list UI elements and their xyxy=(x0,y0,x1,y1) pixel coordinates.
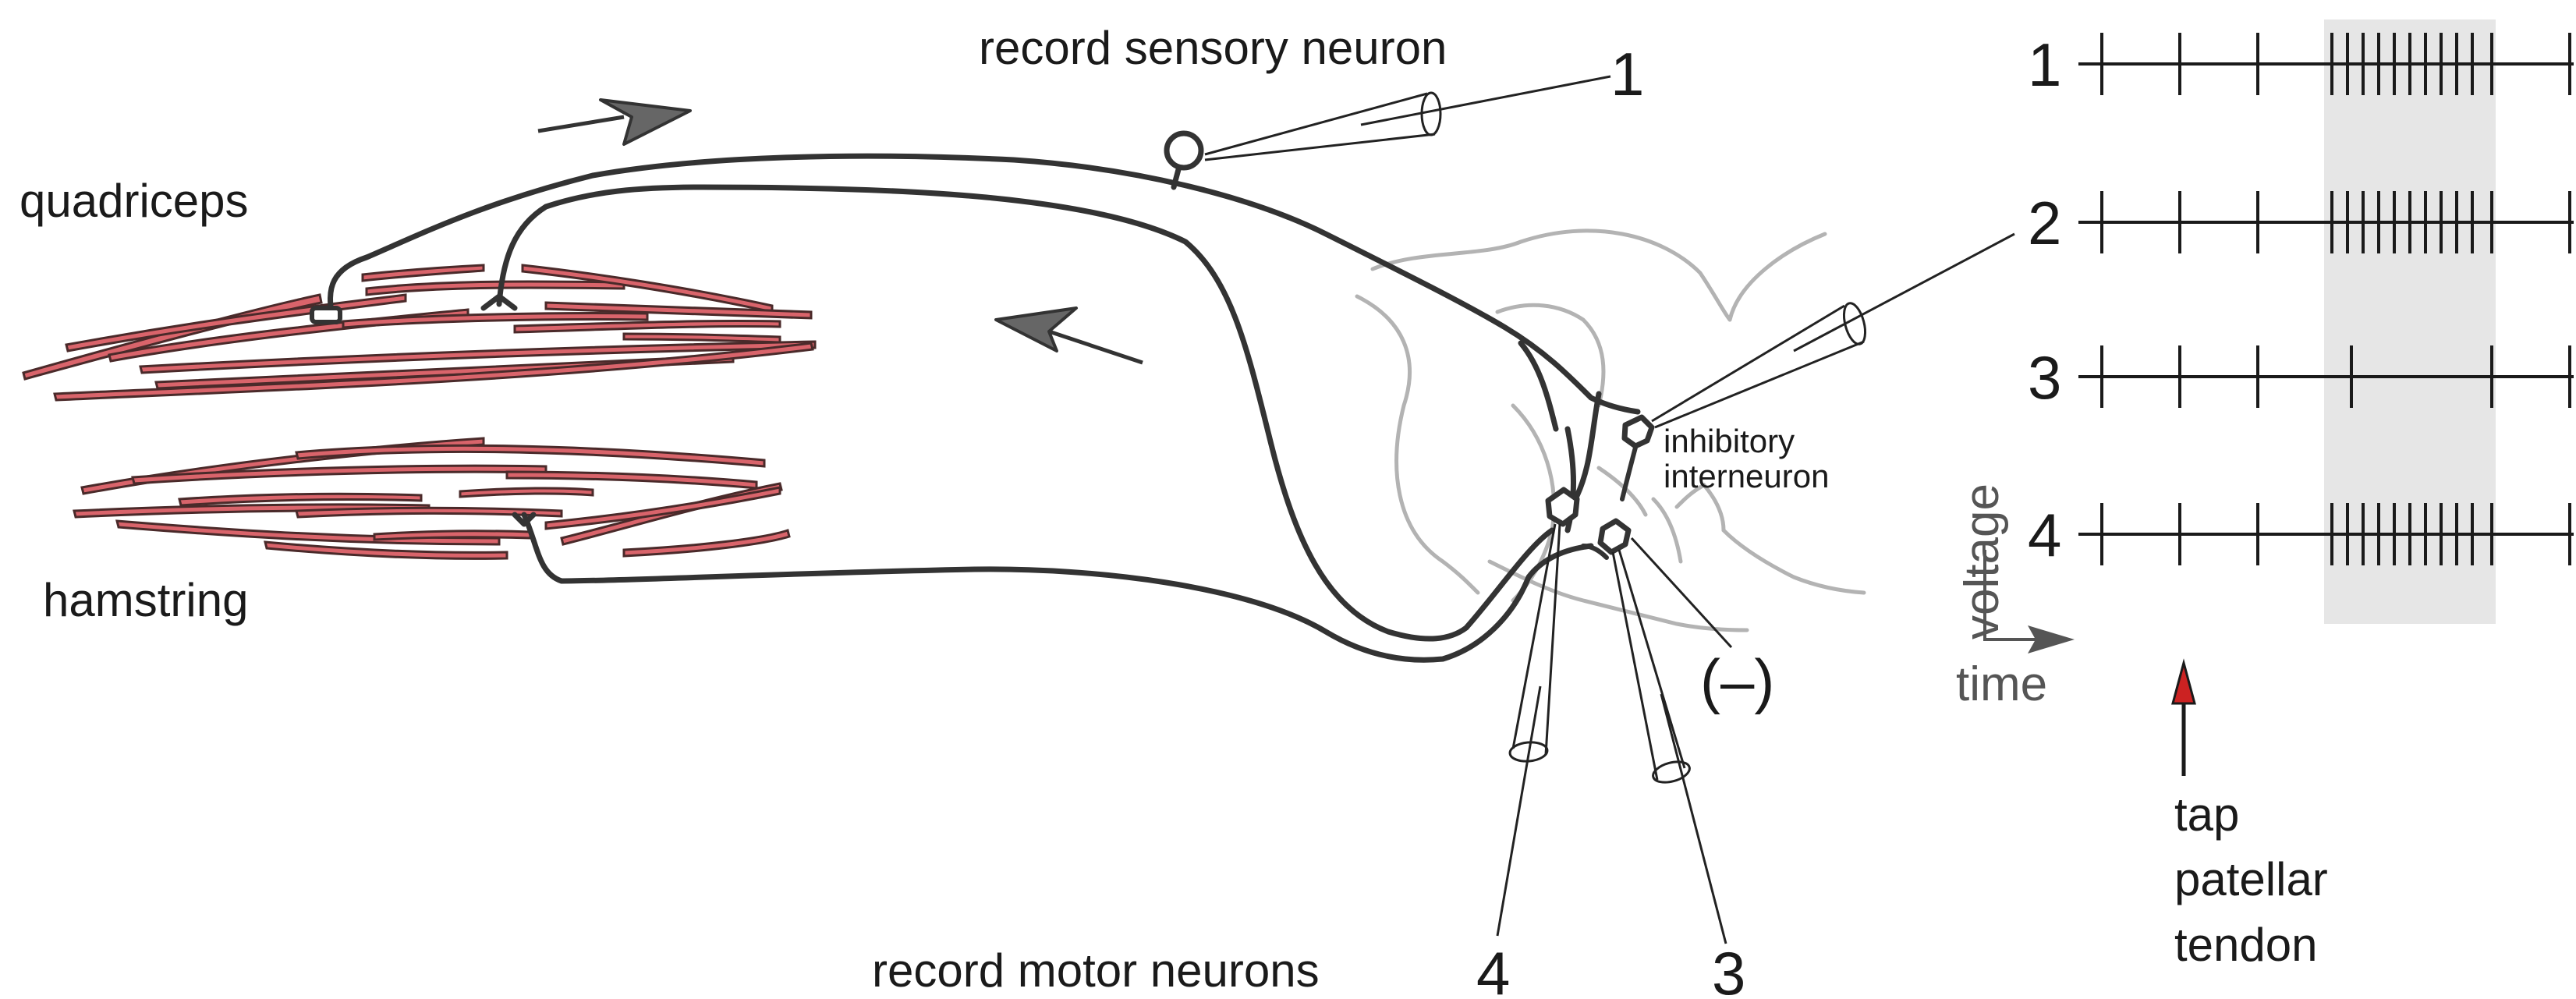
hamstring-muscle xyxy=(74,438,789,558)
trace-label: 3 xyxy=(2028,343,2061,412)
afferent-direction-arrow xyxy=(538,100,690,144)
electrode-1 xyxy=(1205,76,1610,160)
electrode-4-label: 4 xyxy=(1476,939,1510,999)
record-motor-label: record motor neurons xyxy=(872,944,1320,997)
inhibitory-label-line2: interneuron xyxy=(1664,458,1829,494)
inhibition-sign: (–) xyxy=(1700,647,1774,715)
inhibition-pointer xyxy=(1632,538,1731,647)
tap-arrow xyxy=(2173,663,2195,776)
inhibitory-label-line1: inhibitory xyxy=(1664,423,1795,459)
trace-label: 4 xyxy=(2028,501,2061,569)
muscle-spindle-ending xyxy=(312,308,340,322)
trace-label: 1 xyxy=(2028,30,2061,99)
quadriceps-motor-soma xyxy=(1548,490,1577,524)
voltage-axis-label: voltage xyxy=(1955,484,2009,639)
hamstring-motor-soma xyxy=(1600,521,1628,552)
efferent-direction-arrow xyxy=(996,308,1143,363)
record-sensory-label: record sensory neuron xyxy=(979,22,1447,74)
quadriceps-muscle xyxy=(23,265,815,400)
tap-label-line2: patellar xyxy=(2174,853,2328,905)
sensory-cell-body xyxy=(1167,133,1201,168)
trace-label: 2 xyxy=(2028,189,2061,257)
time-axis-label: time xyxy=(1956,657,2047,711)
electrode-1-label: 1 xyxy=(1610,40,1644,108)
electrode-3-label: 3 xyxy=(1712,939,1745,999)
hamstring-label: hamstring xyxy=(43,574,248,626)
recording-panel: 1 2 3 4 voltage time tap patellar tendon xyxy=(1955,19,2576,971)
electrode-2 xyxy=(1652,234,2014,427)
quadriceps-label: quadriceps xyxy=(19,175,249,227)
inhibitory-interneuron-soma xyxy=(1625,417,1652,446)
electrode-3 xyxy=(1613,550,1726,944)
tap-label-line1: tap xyxy=(2174,788,2239,841)
electrode-4 xyxy=(1497,524,1560,936)
tap-label-line3: tendon xyxy=(2174,919,2318,971)
